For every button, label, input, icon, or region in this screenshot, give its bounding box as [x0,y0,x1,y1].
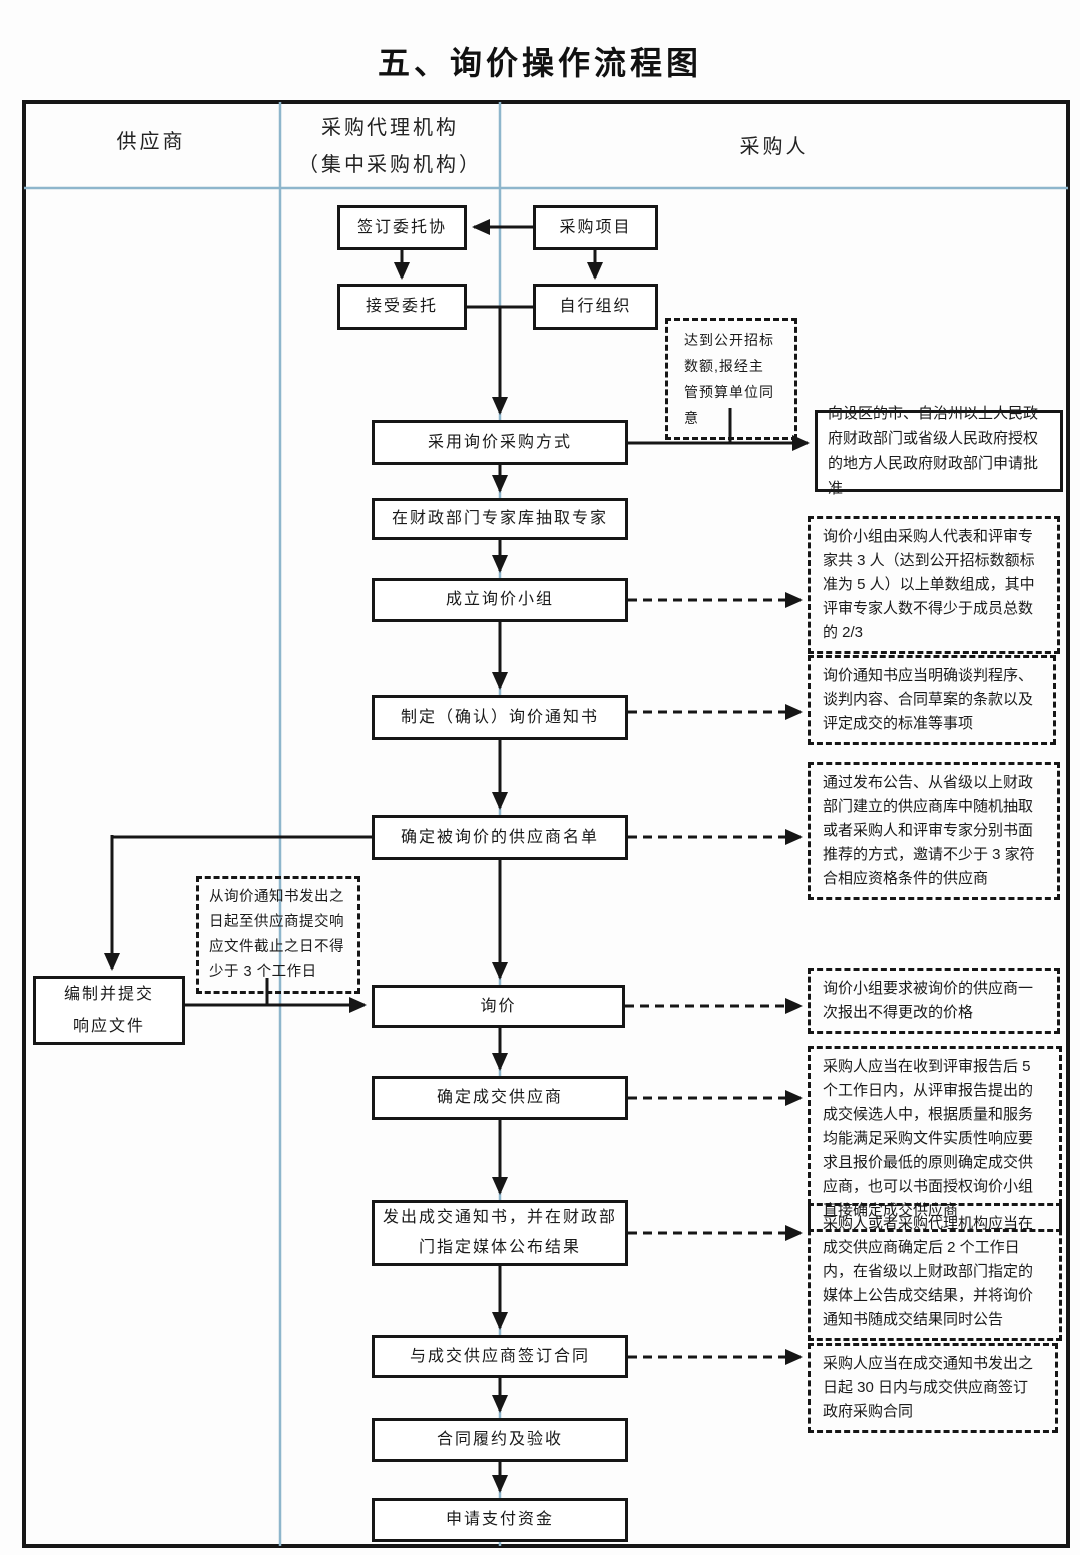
node-apply-approval: 向设区的市、自治州以上人民政府财政部门或省级人民政府授权的地方人民政府财政部门申… [815,405,1063,497]
solid-arrows [104,219,810,1493]
node-extract-experts: 在财政部门专家库抽取专家 [372,498,628,540]
diagram-frame [22,100,1070,1548]
node-form-inquiry-group: 成立询价小组 [372,578,628,622]
node-purchase-project: 采购项目 [533,205,658,250]
node-adopt-inquiry-method: 采用询价采购方式 [372,420,628,465]
node-sign-agreement: 签订委托协 [337,205,467,250]
annotation-contract-deadline: 采购人应当在成交通知书发出之日起 30 日内与成交供应商签订政府采购合同 [808,1343,1058,1433]
node-inquiry: 询价 [372,985,625,1028]
node-determine-supplier-list: 确定被询价的供应商名单 [372,815,628,860]
annotation-winner-determination-rule: 采购人应当在收到评审报告后 5 个工作日内，从评审报告提出的成交候选人中，根据质… [808,1046,1062,1232]
dashed-arrows [625,592,803,1365]
lane-header-agency-line2: （集中采购机构） [298,154,482,176]
lane-header-purchaser: 采购人 [739,136,809,158]
lane-header-supplier: 供应商 [116,131,186,153]
node-accept-entrust: 接受委托 [337,284,467,330]
node-sign-contract: 与成交供应商签订合同 [372,1335,628,1378]
node-self-organize: 自行组织 [533,284,658,330]
lane-header-agency-line1: 采购代理机构 [321,117,459,139]
annotation-notice-content: 询价通知书应当明确谈判程序、谈判内容、合同草案的条款以及评定成交的标准等事项 [808,655,1056,745]
node-determine-winner: 确定成交供应商 [372,1076,628,1120]
annotation-one-time-quote: 询价小组要求被询价的供应商一次报出不得更改的价格 [808,968,1060,1034]
annotation-supplier-selection: 通过发布公告、从省级以上财政部门建立的供应商库中随机抽取或者采购人和评审专家分别… [808,762,1060,900]
page-title: 五、询价操作流程图 [377,45,702,81]
annotation-announce-result: 采购人或者采购代理机构应当在成交供应商确定后 2 个工作日内，在省级以上财政部门… [808,1203,1062,1341]
node-contract-performance: 合同履约及验收 [372,1418,628,1462]
annotation-open-tender-threshold: 达到公开招标数额,报经主管预算单位同意 [665,318,797,440]
annotation-group-composition: 询价小组由采购人代表和评审专家共 3 人（达到公开招标数额标准为 5 人）以上单… [808,516,1060,654]
annotation-response-deadline: 从询价通知书发出之日起至供应商提交响应文件截止之日不得少于 3 个工作日 [196,876,360,994]
lane-header-agency: 采购代理机构 （集中采购机构） [280,110,500,184]
node-prepare-response-docs: 编制并提交响应文件 [33,976,185,1045]
node-make-inquiry-notice: 制定（确认）询价通知书 [372,695,628,740]
node-issue-award-notice: 发出成交通知书，并在财政部门指定媒体公布结果 [372,1200,628,1266]
node-apply-payment: 申请支付资金 [372,1498,628,1542]
